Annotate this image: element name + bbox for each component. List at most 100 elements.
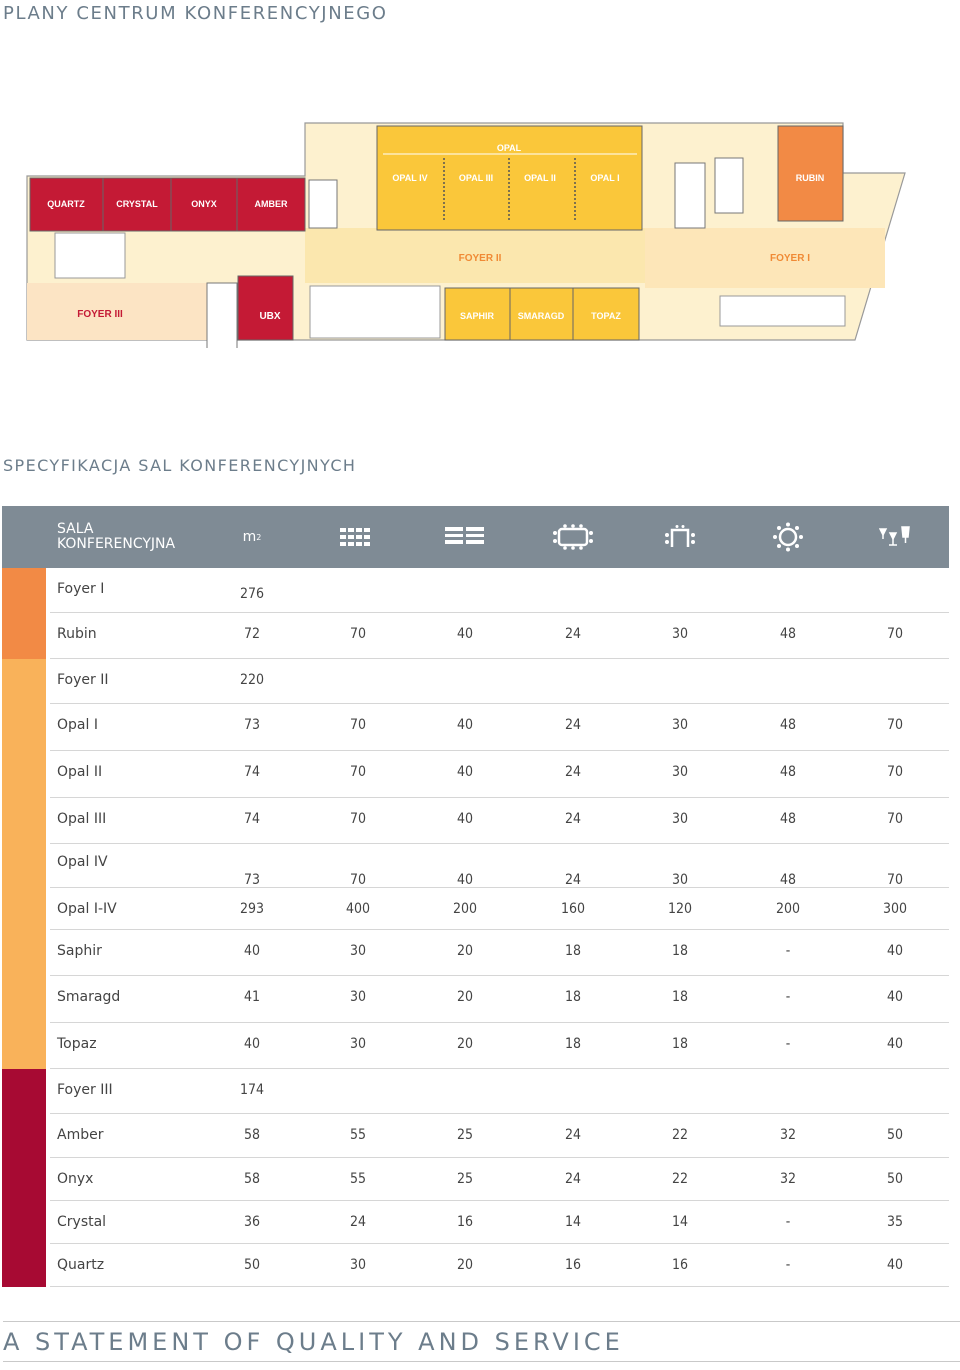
capacity-cell: 40 [456, 872, 474, 888]
sala-header: SALA KONFERENCYJNA [57, 506, 175, 568]
row-divider [50, 612, 949, 613]
capacity-cell: 30 [349, 1036, 367, 1052]
capacity-cell: 120 [667, 901, 693, 917]
area-cell: 40 [243, 1036, 261, 1052]
stair-right [714, 157, 744, 214]
cocktail-reception-icon [865, 506, 925, 568]
area-cell: 41 [243, 989, 261, 1005]
u-shape-seating-icon [650, 506, 710, 568]
capacity-cell: 70 [886, 764, 904, 780]
capacity-cell: 14 [671, 1214, 689, 1230]
m2-header-unit: m [242, 529, 257, 545]
theatre-seating-icon [328, 506, 388, 568]
area-cell: 36 [243, 1214, 261, 1230]
escalator [719, 295, 846, 327]
topaz-label: TOPAZ [591, 311, 621, 321]
sala-header-line2: KONFERENCYJNA [57, 536, 176, 552]
color-swatch [2, 613, 46, 659]
sala-header-line1: SALA [57, 521, 94, 537]
color-swatch [2, 1201, 46, 1244]
saphir-label: SAPHIR [460, 311, 495, 321]
capacity-cell: 55 [349, 1127, 367, 1143]
capacity-cell: 32 [779, 1127, 797, 1143]
capacity-cell: 24 [564, 1127, 582, 1143]
ubx-label: UBX [259, 311, 280, 322]
capacity-cell: 160 [560, 901, 586, 917]
capacity-cell: 30 [349, 1257, 367, 1273]
capacity-cell: 48 [779, 872, 797, 888]
row-divider [50, 1286, 949, 1287]
room-name: Opal II [57, 764, 103, 780]
capacity-cell: 16 [564, 1257, 582, 1273]
row-divider [50, 1113, 949, 1114]
area-cell: 40 [243, 943, 261, 959]
capacity-cell: 24 [349, 1214, 367, 1230]
capacity-cell: 40 [886, 943, 904, 959]
capacity-cell: 40 [886, 1036, 904, 1052]
capacity-cell: 50 [886, 1171, 904, 1187]
capacity-cell: 30 [671, 872, 689, 888]
capacity-cell: 40 [456, 811, 474, 827]
room-name: Topaz [57, 1036, 97, 1052]
capacity-cell: 20 [456, 943, 474, 959]
opal-iii-label: OPAL III [459, 173, 493, 183]
area-cell: 276 [239, 586, 265, 602]
capacity-cell: 25 [456, 1171, 474, 1187]
capacity-cell: 70 [349, 717, 367, 733]
capacity-cell: 24 [564, 872, 582, 888]
room-name: Rubin [57, 626, 97, 642]
capacity-cell: 55 [349, 1171, 367, 1187]
capacity-cell: 20 [456, 989, 474, 1005]
footer-rule-bottom [3, 1361, 960, 1362]
capacity-cell: 40 [886, 1257, 904, 1273]
color-swatch [2, 844, 46, 888]
capacity-cell: 50 [886, 1127, 904, 1143]
area-cell: 74 [243, 764, 261, 780]
smaragd-label: SMARAGD [518, 311, 565, 321]
rubin-label: RUBIN [796, 173, 825, 183]
room-name: Onyx [57, 1171, 94, 1187]
color-swatch [2, 888, 46, 930]
room-name: Crystal [57, 1214, 107, 1230]
capacity-cell: 48 [779, 764, 797, 780]
row-divider [50, 975, 949, 976]
topaz-room [572, 287, 640, 341]
smaragd-room [509, 287, 574, 341]
floor-plan: OPAL OPAL IV OPAL III OPAL II OPAL I RUB… [26, 122, 906, 348]
color-swatch [2, 1114, 46, 1158]
capacity-cell: 200 [452, 901, 478, 917]
area-cell: 50 [243, 1257, 261, 1273]
capacity-cell: 40 [456, 764, 474, 780]
opal-label: OPAL [497, 143, 522, 153]
foyer-i-area [645, 228, 885, 288]
footer-tagline: A STATEMENT OF QUALITY AND SERVICE [3, 1328, 624, 1356]
lift-block [674, 162, 706, 229]
row-divider [50, 1200, 949, 1201]
amber-label: AMBER [255, 199, 288, 209]
row-divider [50, 1022, 949, 1023]
color-swatch [2, 659, 46, 704]
room-name: Opal I [57, 717, 98, 733]
capacity-cell: 70 [349, 811, 367, 827]
capacity-cell: 24 [564, 764, 582, 780]
capacity-cell: 20 [456, 1257, 474, 1273]
capacity-cell: 70 [886, 811, 904, 827]
m2-header-sup: 2 [256, 532, 262, 542]
foyer-iii-area [27, 283, 212, 340]
capacity-cell: 200 [775, 901, 801, 917]
row-divider [50, 929, 949, 930]
row-divider [50, 1068, 949, 1069]
capacity-cell: 70 [886, 626, 904, 642]
capacity-cell: - [785, 1036, 791, 1052]
capacity-cell: 32 [779, 1171, 797, 1187]
row-divider [50, 658, 949, 659]
area-cell: 293 [239, 901, 265, 917]
row-divider [50, 703, 949, 704]
